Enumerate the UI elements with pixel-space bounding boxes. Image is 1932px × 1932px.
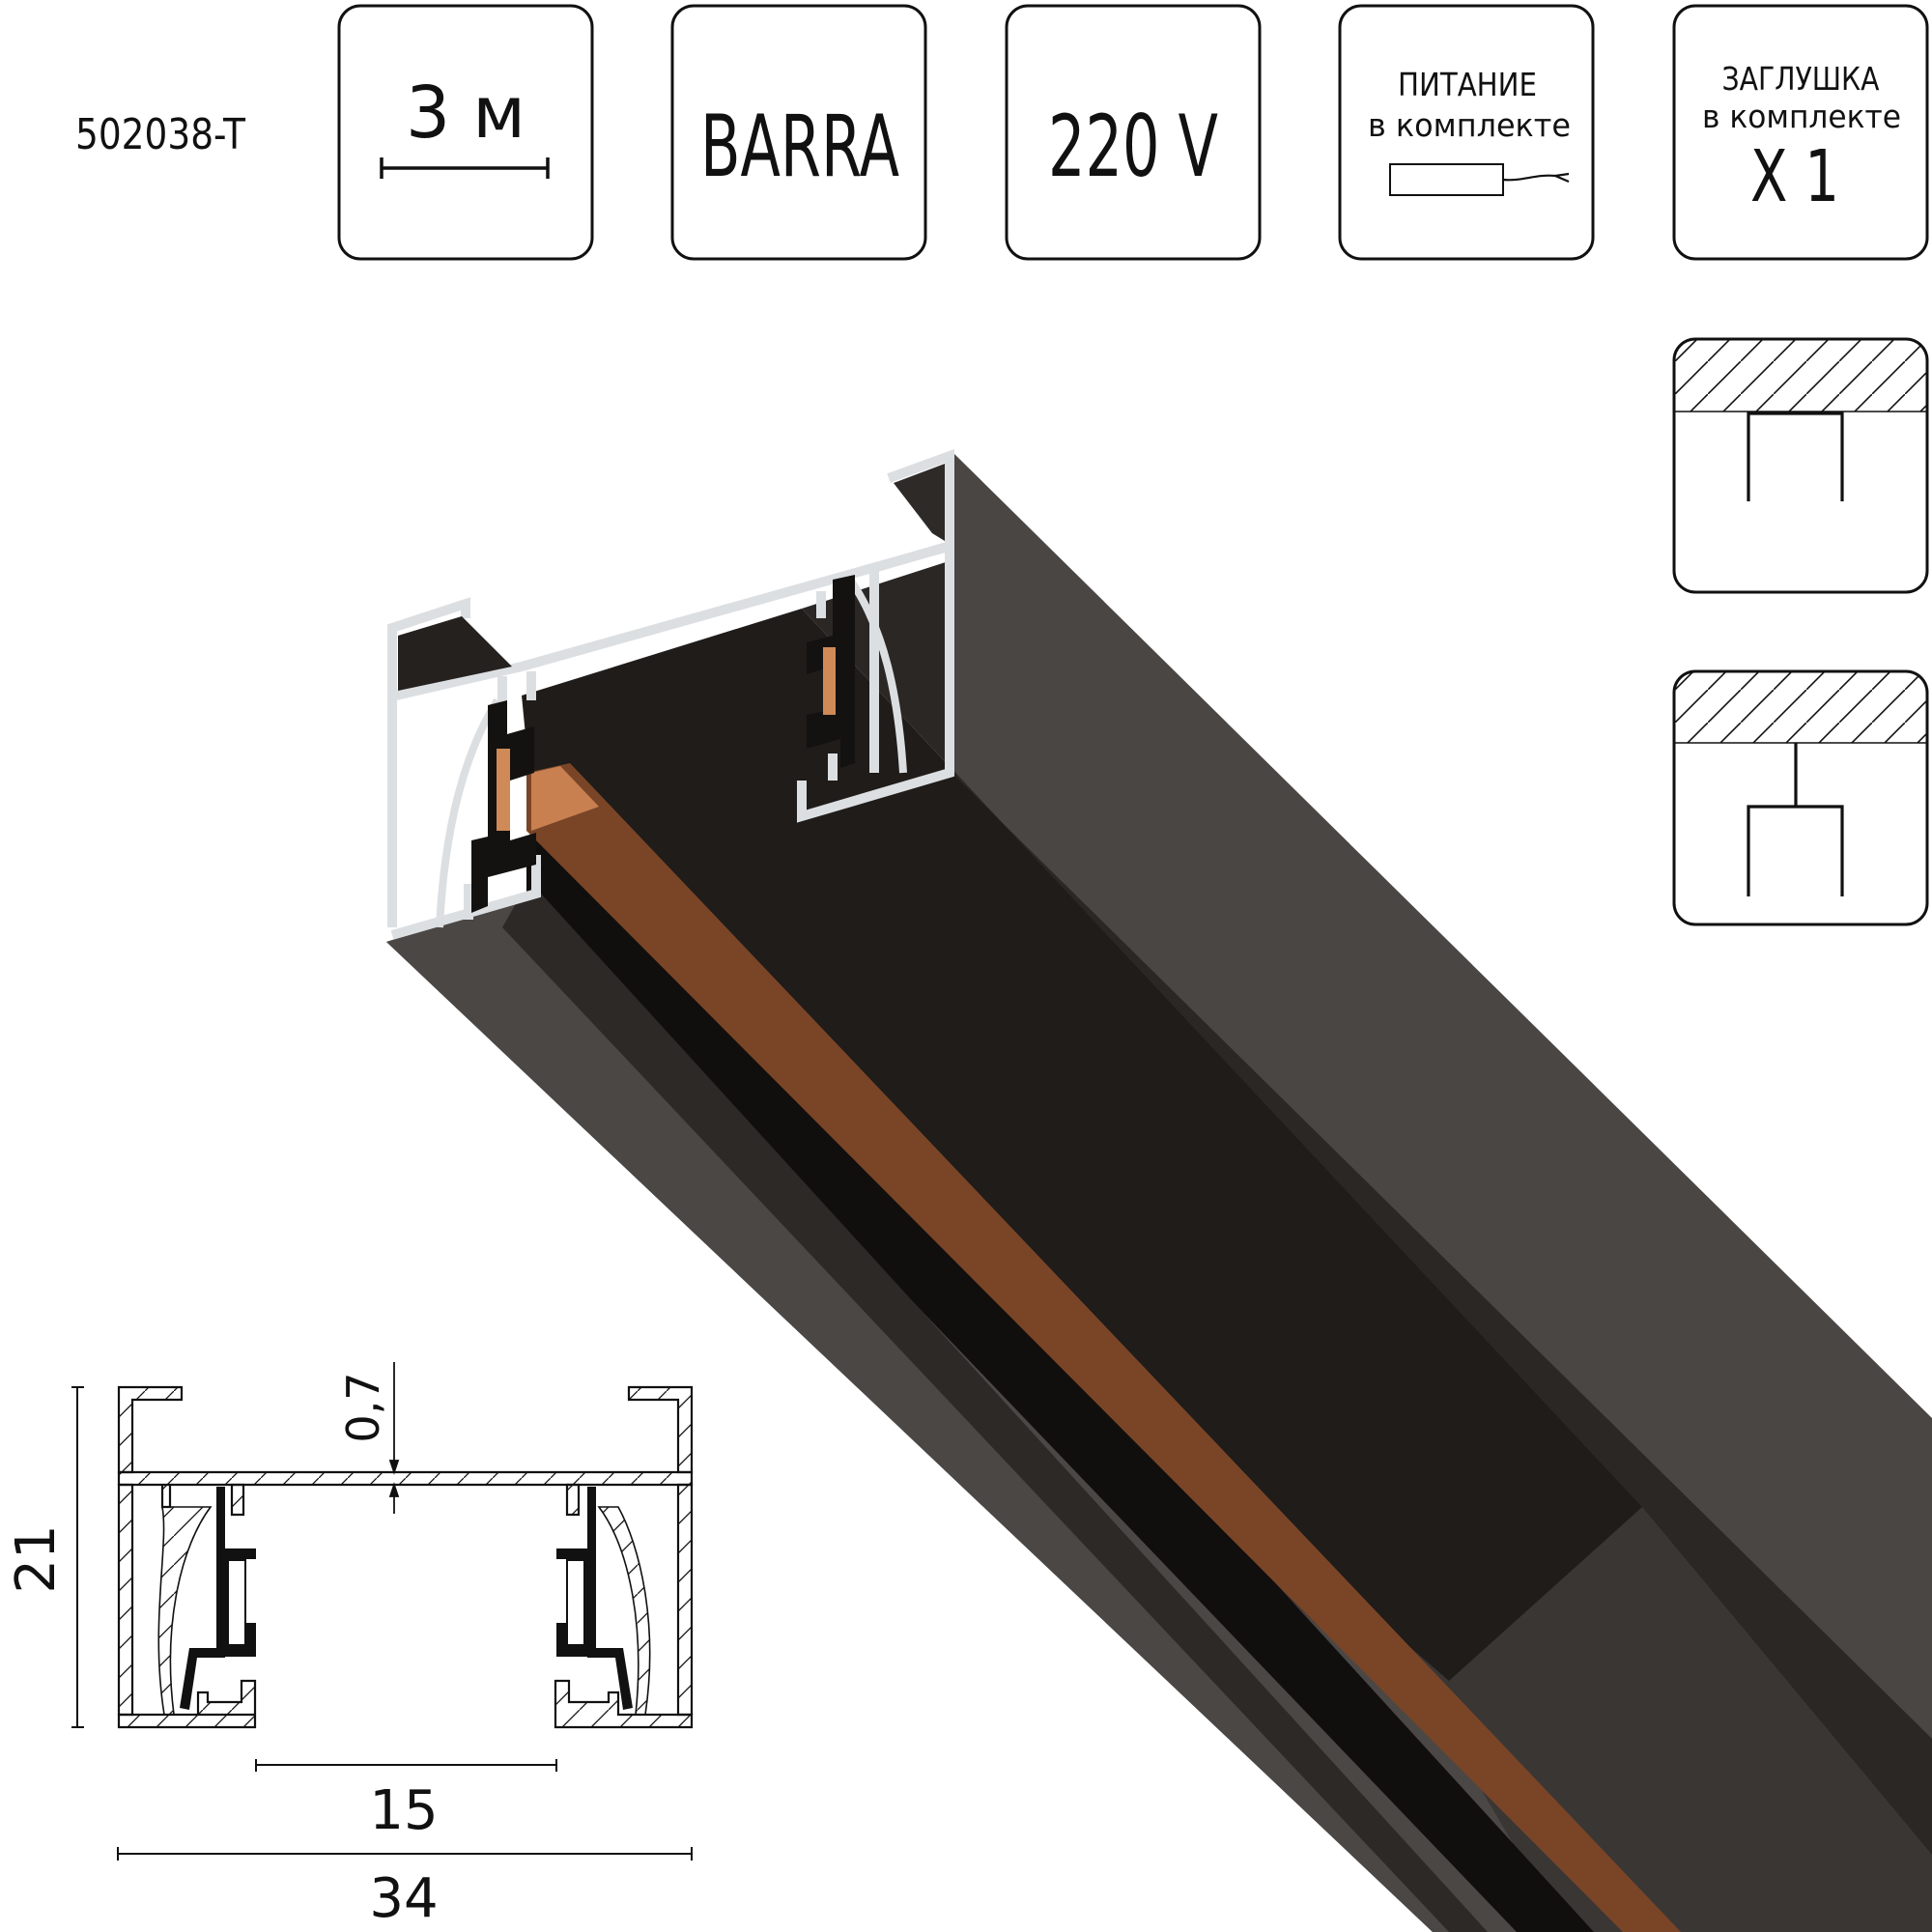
- copper-contact-right: [823, 647, 836, 715]
- profile-outline: [117, 1385, 694, 1729]
- cross-section-drawing: 21 0,7 15 34: [5, 1362, 694, 1930]
- insulator-right: [807, 575, 855, 768]
- dimension-wall-thickness-label: 0,7: [337, 1372, 389, 1442]
- badge-end-cap: ЗАГЛУШКА в комплекте X 1: [1672, 4, 1929, 261]
- power-supply-included: в комплекте: [1368, 106, 1571, 144]
- badge-series: BARRA: [670, 4, 927, 261]
- badge-length: 3 м: [337, 4, 594, 261]
- track-lower-shadow: [502, 894, 1488, 1932]
- copper-contact-left: [497, 749, 510, 831]
- aluminium-section-left: [387, 541, 953, 940]
- insulator-left: [471, 700, 536, 913]
- article-number: 502038-T: [75, 110, 245, 159]
- dimension-total-width-label: 34: [369, 1867, 438, 1930]
- track-groove: [526, 821, 1594, 1932]
- diffuser-right: [597, 1506, 651, 1716]
- insulator-section-right: [556, 1487, 633, 1710]
- insulator-section-left: [180, 1487, 256, 1710]
- series-name: BARRA: [700, 97, 899, 196]
- dimension-total-width: [117, 1847, 693, 1861]
- copper-conductor-stripe: [526, 763, 1681, 1932]
- dimension-height-label: 21: [5, 1524, 68, 1593]
- left-top-pocket: [398, 616, 512, 691]
- dimension-opening-label: 15: [369, 1779, 438, 1842]
- end-cap-included: в комплекте: [1702, 98, 1901, 135]
- copper-conductor-highlight: [531, 766, 599, 831]
- ceiling-pendant-mount-icon: [1672, 669, 1929, 926]
- badge-power-supply: ПИТАНИЕ в комплекте: [1338, 4, 1595, 261]
- diffuser-left: [157, 1506, 213, 1716]
- track-profile-3d-render: [386, 448, 1932, 1932]
- right-top-pocket: [894, 464, 945, 541]
- length-scale-icon: [380, 157, 550, 179]
- dimension-height: [71, 1386, 84, 1728]
- driver-with-cable-icon: [1389, 163, 1570, 196]
- ceiling-surface-mount-icon: [1672, 337, 1929, 594]
- dimension-wall-thickness: [388, 1362, 400, 1514]
- end-cap-quantity: X 1: [1750, 135, 1839, 218]
- track-channel-roof: [522, 609, 1642, 1681]
- track-channel-upper-wall: [802, 560, 1932, 1855]
- voltage-value: 220 V: [1048, 97, 1218, 196]
- dimension-opening: [255, 1759, 557, 1772]
- badge-voltage: 220 V: [1005, 4, 1262, 261]
- end-cap-title: ЗАГЛУШКА: [1722, 60, 1880, 98]
- power-supply-title: ПИТАНИЕ: [1398, 66, 1537, 103]
- length-value: 3 м: [406, 71, 526, 155]
